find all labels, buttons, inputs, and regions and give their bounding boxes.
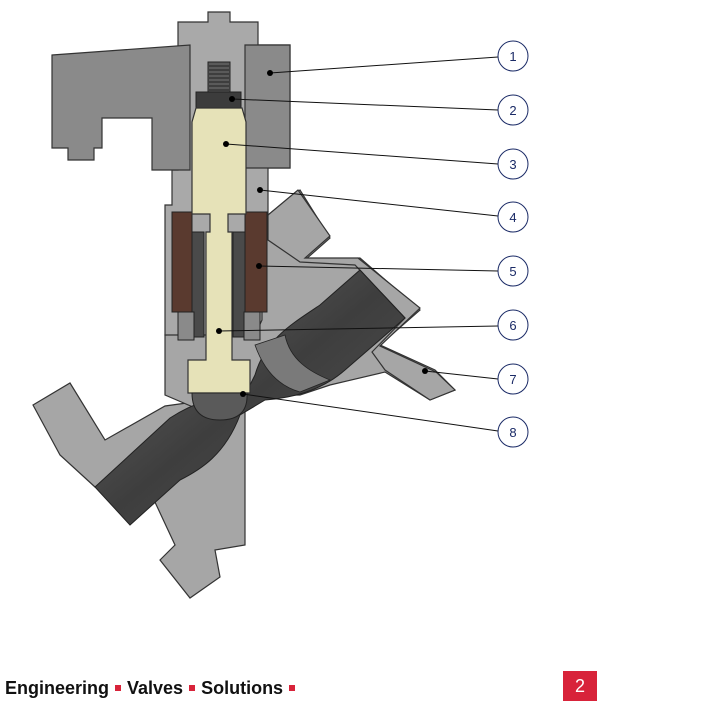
callout-8: 8 <box>497 416 529 448</box>
callout-4: 4 <box>497 201 529 233</box>
callout-1: 1 <box>497 40 529 72</box>
callout-6-label: 6 <box>509 318 516 333</box>
tagline-word-engineering: Engineering <box>5 678 110 698</box>
dot-6 <box>216 328 222 334</box>
dot-3 <box>223 141 229 147</box>
leader-6 <box>218 325 499 332</box>
bullet-square-icon <box>289 685 296 692</box>
outlet-flange <box>267 189 457 401</box>
callout-dots <box>216 70 428 397</box>
actuator-right <box>244 44 291 169</box>
dot-2 <box>229 96 235 102</box>
leader-7 <box>424 370 499 380</box>
callout-2-label: 2 <box>509 103 516 118</box>
dot-7 <box>422 368 428 374</box>
callout-4-label: 4 <box>509 210 516 225</box>
footer-tagline: Engineering Valves Solutions <box>5 678 301 699</box>
callout-6: 6 <box>497 309 529 341</box>
callout-7: 7 <box>497 363 529 395</box>
leader-8 <box>242 393 499 432</box>
dot-5 <box>256 263 262 269</box>
adjusting-screw <box>195 61 242 109</box>
callout-7-label: 7 <box>509 372 516 387</box>
callout-bubbles: 1 2 3 4 5 6 7 8 <box>497 40 529 448</box>
callout-5: 5 <box>497 255 529 287</box>
leader-2 <box>231 98 499 111</box>
bullet-square-icon <box>189 685 196 692</box>
bullet-square-icon <box>115 685 122 692</box>
callout-1-label: 1 <box>509 49 516 64</box>
callout-8-label: 8 <box>509 425 516 440</box>
dot-4 <box>257 187 263 193</box>
leader-3 <box>225 143 499 165</box>
callout-leaders <box>218 56 499 432</box>
tagline-word-valves: Valves <box>127 678 184 698</box>
callout-5-label: 5 <box>509 264 516 279</box>
leader-4 <box>259 189 499 217</box>
page-number-badge: 2 <box>563 671 597 701</box>
callout-3-label: 3 <box>509 157 516 172</box>
stem <box>187 107 251 394</box>
piston <box>187 107 251 394</box>
actuator-housing <box>51 44 291 171</box>
leader-5 <box>258 265 499 272</box>
leader-1 <box>269 56 499 74</box>
valve-disc <box>191 392 248 421</box>
dot-8 <box>240 391 246 397</box>
packing-rings <box>171 211 268 341</box>
dot-1 <box>267 70 273 76</box>
valve-body <box>32 189 457 599</box>
seat-area <box>254 334 332 393</box>
tagline-word-solutions: Solutions <box>201 678 284 698</box>
callout-3: 3 <box>497 148 529 180</box>
callout-2: 2 <box>497 94 529 126</box>
actuator-body <box>51 44 191 171</box>
